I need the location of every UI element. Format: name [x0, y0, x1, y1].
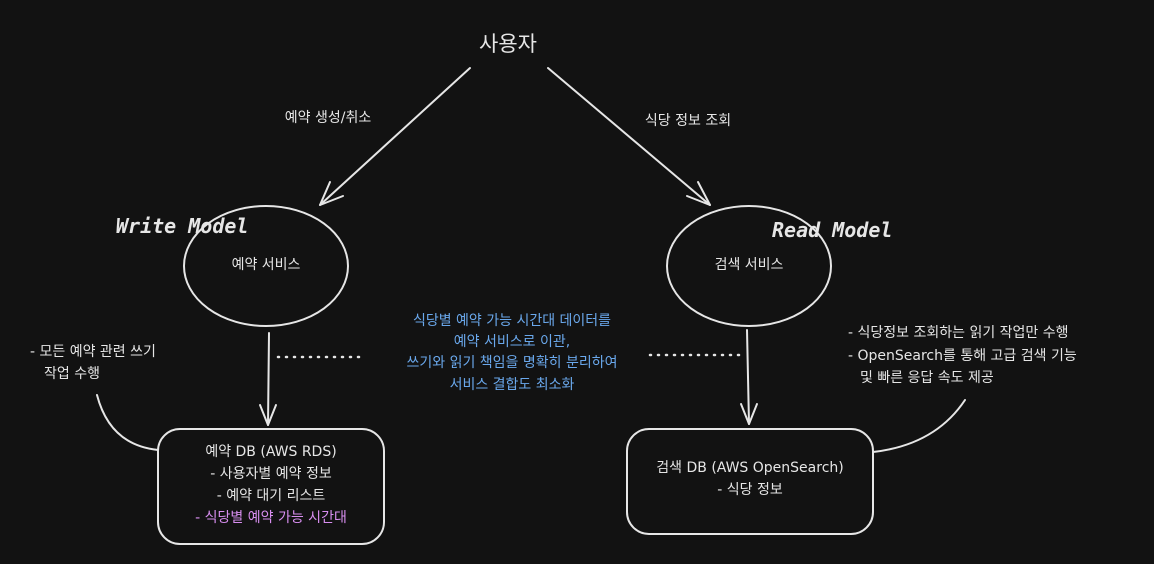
write-service-label: 예약 서비스: [231, 257, 301, 273]
write-model-title: Write Model: [116, 214, 249, 238]
read-note-connector: [872, 399, 966, 453]
read-note-line: - OpenSearch를 통해 고급 검색 기능: [848, 348, 1077, 364]
arrow-user-to-write: [319, 67, 471, 206]
read-note-line: 및 빠른 응답 속도 제공: [860, 370, 994, 386]
read-db-item: - 식당 정보: [717, 482, 783, 498]
write-note-line: - 모든 예약 관련 쓰기: [30, 344, 156, 360]
read-note-line: - 식당정보 조회하는 읽기 작업만 수행: [848, 325, 1069, 341]
write-db-box: [157, 428, 385, 545]
user-node: 사용자: [479, 32, 537, 56]
write-note-line: 작업 수행: [44, 366, 100, 382]
read-model-title: Read Model: [772, 218, 893, 242]
write-db-item-highlight: - 식당별 예약 가능 시간대: [195, 510, 347, 526]
center-note-line: 식당별 예약 가능 시간대 데이터를: [412, 313, 612, 329]
write-service-ellipse: [183, 205, 349, 327]
write-db-title: 예약 DB (AWS RDS): [205, 444, 337, 460]
center-note-line: 서비스 결합도 최소화: [449, 377, 575, 393]
write-note-connector: [96, 394, 159, 451]
read-db-title: 검색 DB (AWS OpenSearch): [656, 460, 844, 476]
read-service-ellipse: [666, 205, 832, 327]
write-db-item: - 사용자별 예약 정보: [210, 466, 332, 482]
center-note-line: 쓰기와 읽기 책임을 명확히 분리하여: [406, 355, 618, 371]
arrow-write-to-db: [259, 332, 277, 426]
read-service-label: 검색 서비스: [714, 257, 784, 273]
center-note-line: 예약 서비스로 이관,: [453, 334, 571, 350]
edge-label-read: 식당 정보 조회: [644, 113, 732, 129]
write-db-item: - 예약 대기 리스트: [216, 488, 326, 504]
read-db-box: [626, 428, 874, 535]
arrow-read-to-db: [740, 329, 758, 425]
arrow-user-to-read: [547, 67, 711, 206]
edge-label-write: 예약 생성/취소: [284, 110, 372, 126]
